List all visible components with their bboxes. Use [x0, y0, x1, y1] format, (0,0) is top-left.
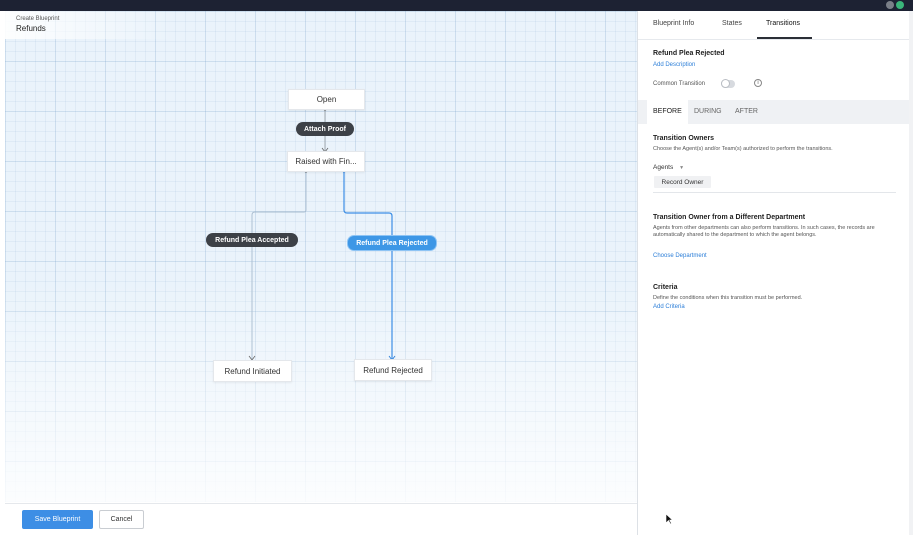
agents-dropdown[interactable]: Agents ▼ — [653, 164, 684, 171]
common-transition-toggle[interactable] — [721, 79, 735, 88]
add-description-link[interactable]: Add Description — [653, 62, 696, 68]
tab-during[interactable]: DURING — [694, 108, 722, 115]
transition-label: Attach Proof — [304, 125, 346, 133]
state-label: Raised with Fin... — [295, 157, 357, 166]
info-icon[interactable]: i — [754, 79, 762, 87]
active-phase-bg — [647, 100, 688, 124]
toggle-knob — [721, 79, 730, 88]
transition-attach-proof[interactable]: Attach Proof — [296, 122, 354, 136]
transition-refund-plea-rejected[interactable]: Refund Plea Rejected — [347, 235, 437, 251]
other-dept-title: Transition Owner from a Different Depart… — [653, 214, 806, 221]
status-icon — [896, 1, 904, 9]
tab-transitions[interactable]: Transitions — [766, 20, 800, 27]
state-open[interactable]: Open — [288, 89, 365, 110]
tab-after[interactable]: AFTER — [735, 108, 758, 115]
cancel-button[interactable]: Cancel — [99, 510, 144, 529]
app-icon[interactable] — [886, 1, 894, 9]
phase-tabs: BEFORE DURING AFTER — [638, 100, 910, 124]
blueprint-title: Refunds — [16, 24, 46, 33]
save-blueprint-button[interactable]: Save Blueprint — [22, 510, 93, 529]
active-tab-indicator — [757, 37, 812, 39]
connector-rejected — [343, 171, 393, 359]
scrollbar-track[interactable] — [909, 11, 913, 535]
state-label: Open — [316, 95, 337, 104]
state-refund-rejected[interactable]: Refund Rejected — [354, 359, 432, 381]
transition-name: Refund Plea Rejected — [653, 50, 725, 57]
choose-department-link[interactable]: Choose Department — [653, 253, 707, 259]
criteria-description: Define the conditions when this transiti… — [653, 295, 803, 301]
breadcrumb-label: Create Blueprint — [16, 16, 60, 22]
owners-description: Choose the Agent(s) and/or Team(s) autho… — [653, 146, 833, 152]
connector-accepted — [251, 171, 307, 359]
state-label: Refund Initiated — [224, 366, 281, 376]
transition-label: Refund Plea Accepted — [215, 236, 289, 244]
breadcrumb: Create Blueprint Refunds — [5, 11, 175, 39]
other-dept-description: Agents from other departments can also p… — [653, 225, 875, 238]
tab-states[interactable]: States — [722, 20, 742, 27]
add-criteria-link[interactable]: Add Criteria — [653, 304, 685, 310]
agents-label: Agents — [653, 164, 674, 171]
transition-properties-panel: Blueprint Info States Transitions Refund… — [637, 11, 910, 535]
criteria-title: Criteria — [653, 284, 678, 291]
selected-owner-chip[interactable]: Record Owner — [654, 176, 711, 188]
top-bar — [0, 0, 913, 11]
chevron-down-icon: ▼ — [679, 165, 685, 171]
blueprint-canvas[interactable]: Create Blueprint Refunds Open Attach Pro… — [5, 11, 637, 502]
common-transition-label: Common Transition — [653, 81, 706, 87]
transition-label: Refund Plea Rejected — [356, 239, 428, 247]
state-refund-initiated[interactable]: Refund Initiated — [213, 360, 292, 382]
state-raised-with-finance[interactable]: Raised with Fin... — [287, 151, 365, 172]
cursor-icon — [665, 513, 673, 525]
divider — [653, 192, 896, 193]
flow-connectors — [248, 107, 396, 361]
state-label: Refund Rejected — [363, 365, 423, 375]
owners-title: Transition Owners — [653, 135, 715, 142]
tab-before[interactable]: BEFORE — [653, 108, 682, 115]
footer-bar: Save Blueprint Cancel — [5, 503, 637, 536]
transition-refund-plea-accepted[interactable]: Refund Plea Accepted — [206, 233, 298, 247]
tab-blueprint-info[interactable]: Blueprint Info — [653, 20, 695, 27]
panel-tabs: Blueprint Info States Transitions — [638, 11, 910, 40]
